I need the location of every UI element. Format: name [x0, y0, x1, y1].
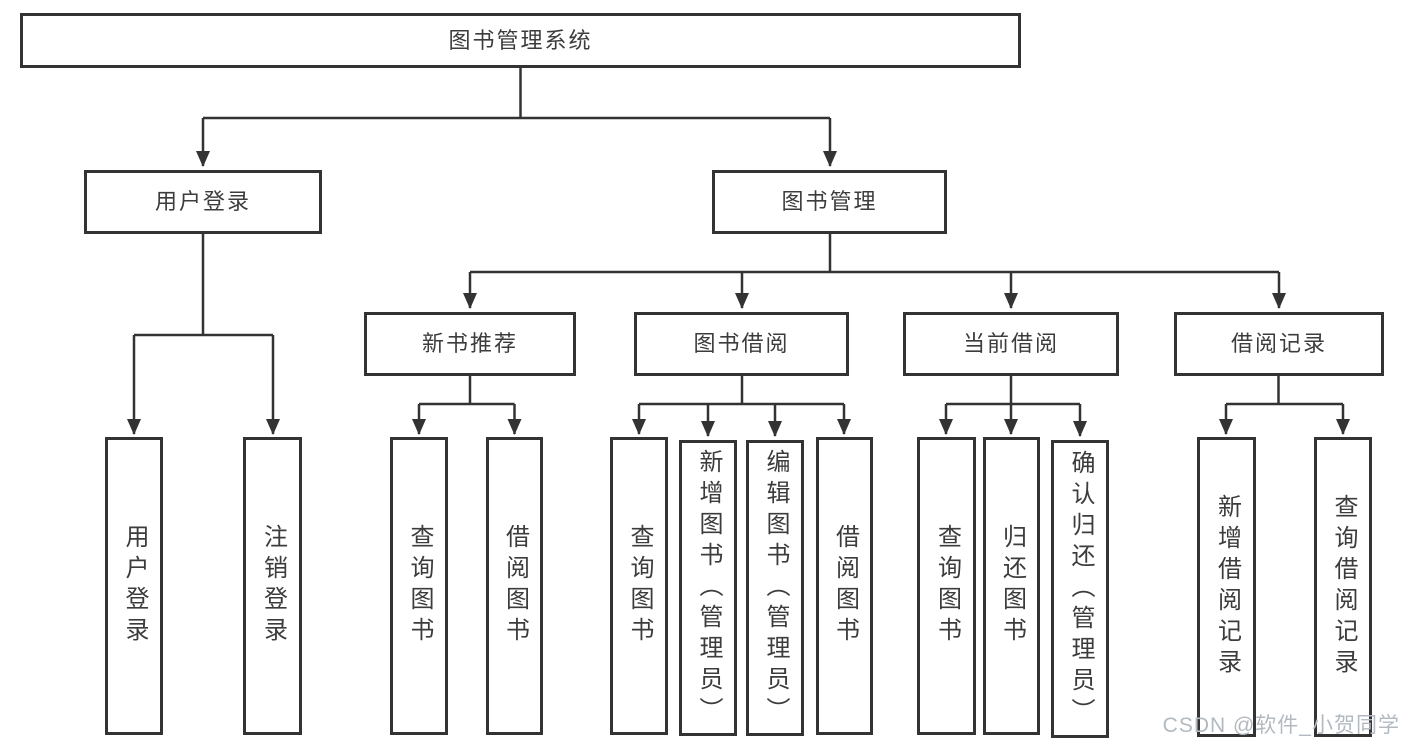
leaf-query-borrow-record: 查询借阅记录 — [1314, 437, 1372, 737]
leaf-query-books-borrowing: 查询图书 — [610, 437, 668, 735]
leaf-borrow-books: 借阅图书 — [816, 437, 873, 735]
leaf-query-books-current: 查询图书 — [917, 437, 976, 735]
leaf-logout: 注销登录 — [243, 437, 302, 735]
node-library-management-system: 图书管理系统 — [20, 13, 1021, 68]
watermark: CSDN @软件_小贺同学 — [1162, 714, 1400, 737]
node-current-borrowing: 当前借阅 — [903, 312, 1119, 376]
leaf-add-books-admin: 新增图书（管理员） — [679, 440, 737, 736]
node-book-borrowing: 图书借阅 — [634, 312, 849, 376]
leaf-user-login: 用户登录 — [105, 437, 163, 735]
leaf-borrow-books-recommend: 借阅图书 — [486, 437, 543, 735]
node-new-book-recommend: 新书推荐 — [364, 312, 576, 376]
leaf-confirm-return-admin: 确认归还（管理员） — [1051, 440, 1109, 738]
node-user-login: 用户登录 — [84, 170, 322, 234]
node-book-management: 图书管理 — [712, 170, 947, 234]
leaf-return-books: 归还图书 — [983, 437, 1040, 735]
leaf-add-borrow-record: 新增借阅记录 — [1197, 437, 1256, 737]
node-borrowing-records: 借阅记录 — [1174, 312, 1384, 376]
leaf-edit-books-admin: 编辑图书（管理员） — [746, 440, 804, 736]
leaf-query-books-recommend: 查询图书 — [390, 437, 448, 735]
